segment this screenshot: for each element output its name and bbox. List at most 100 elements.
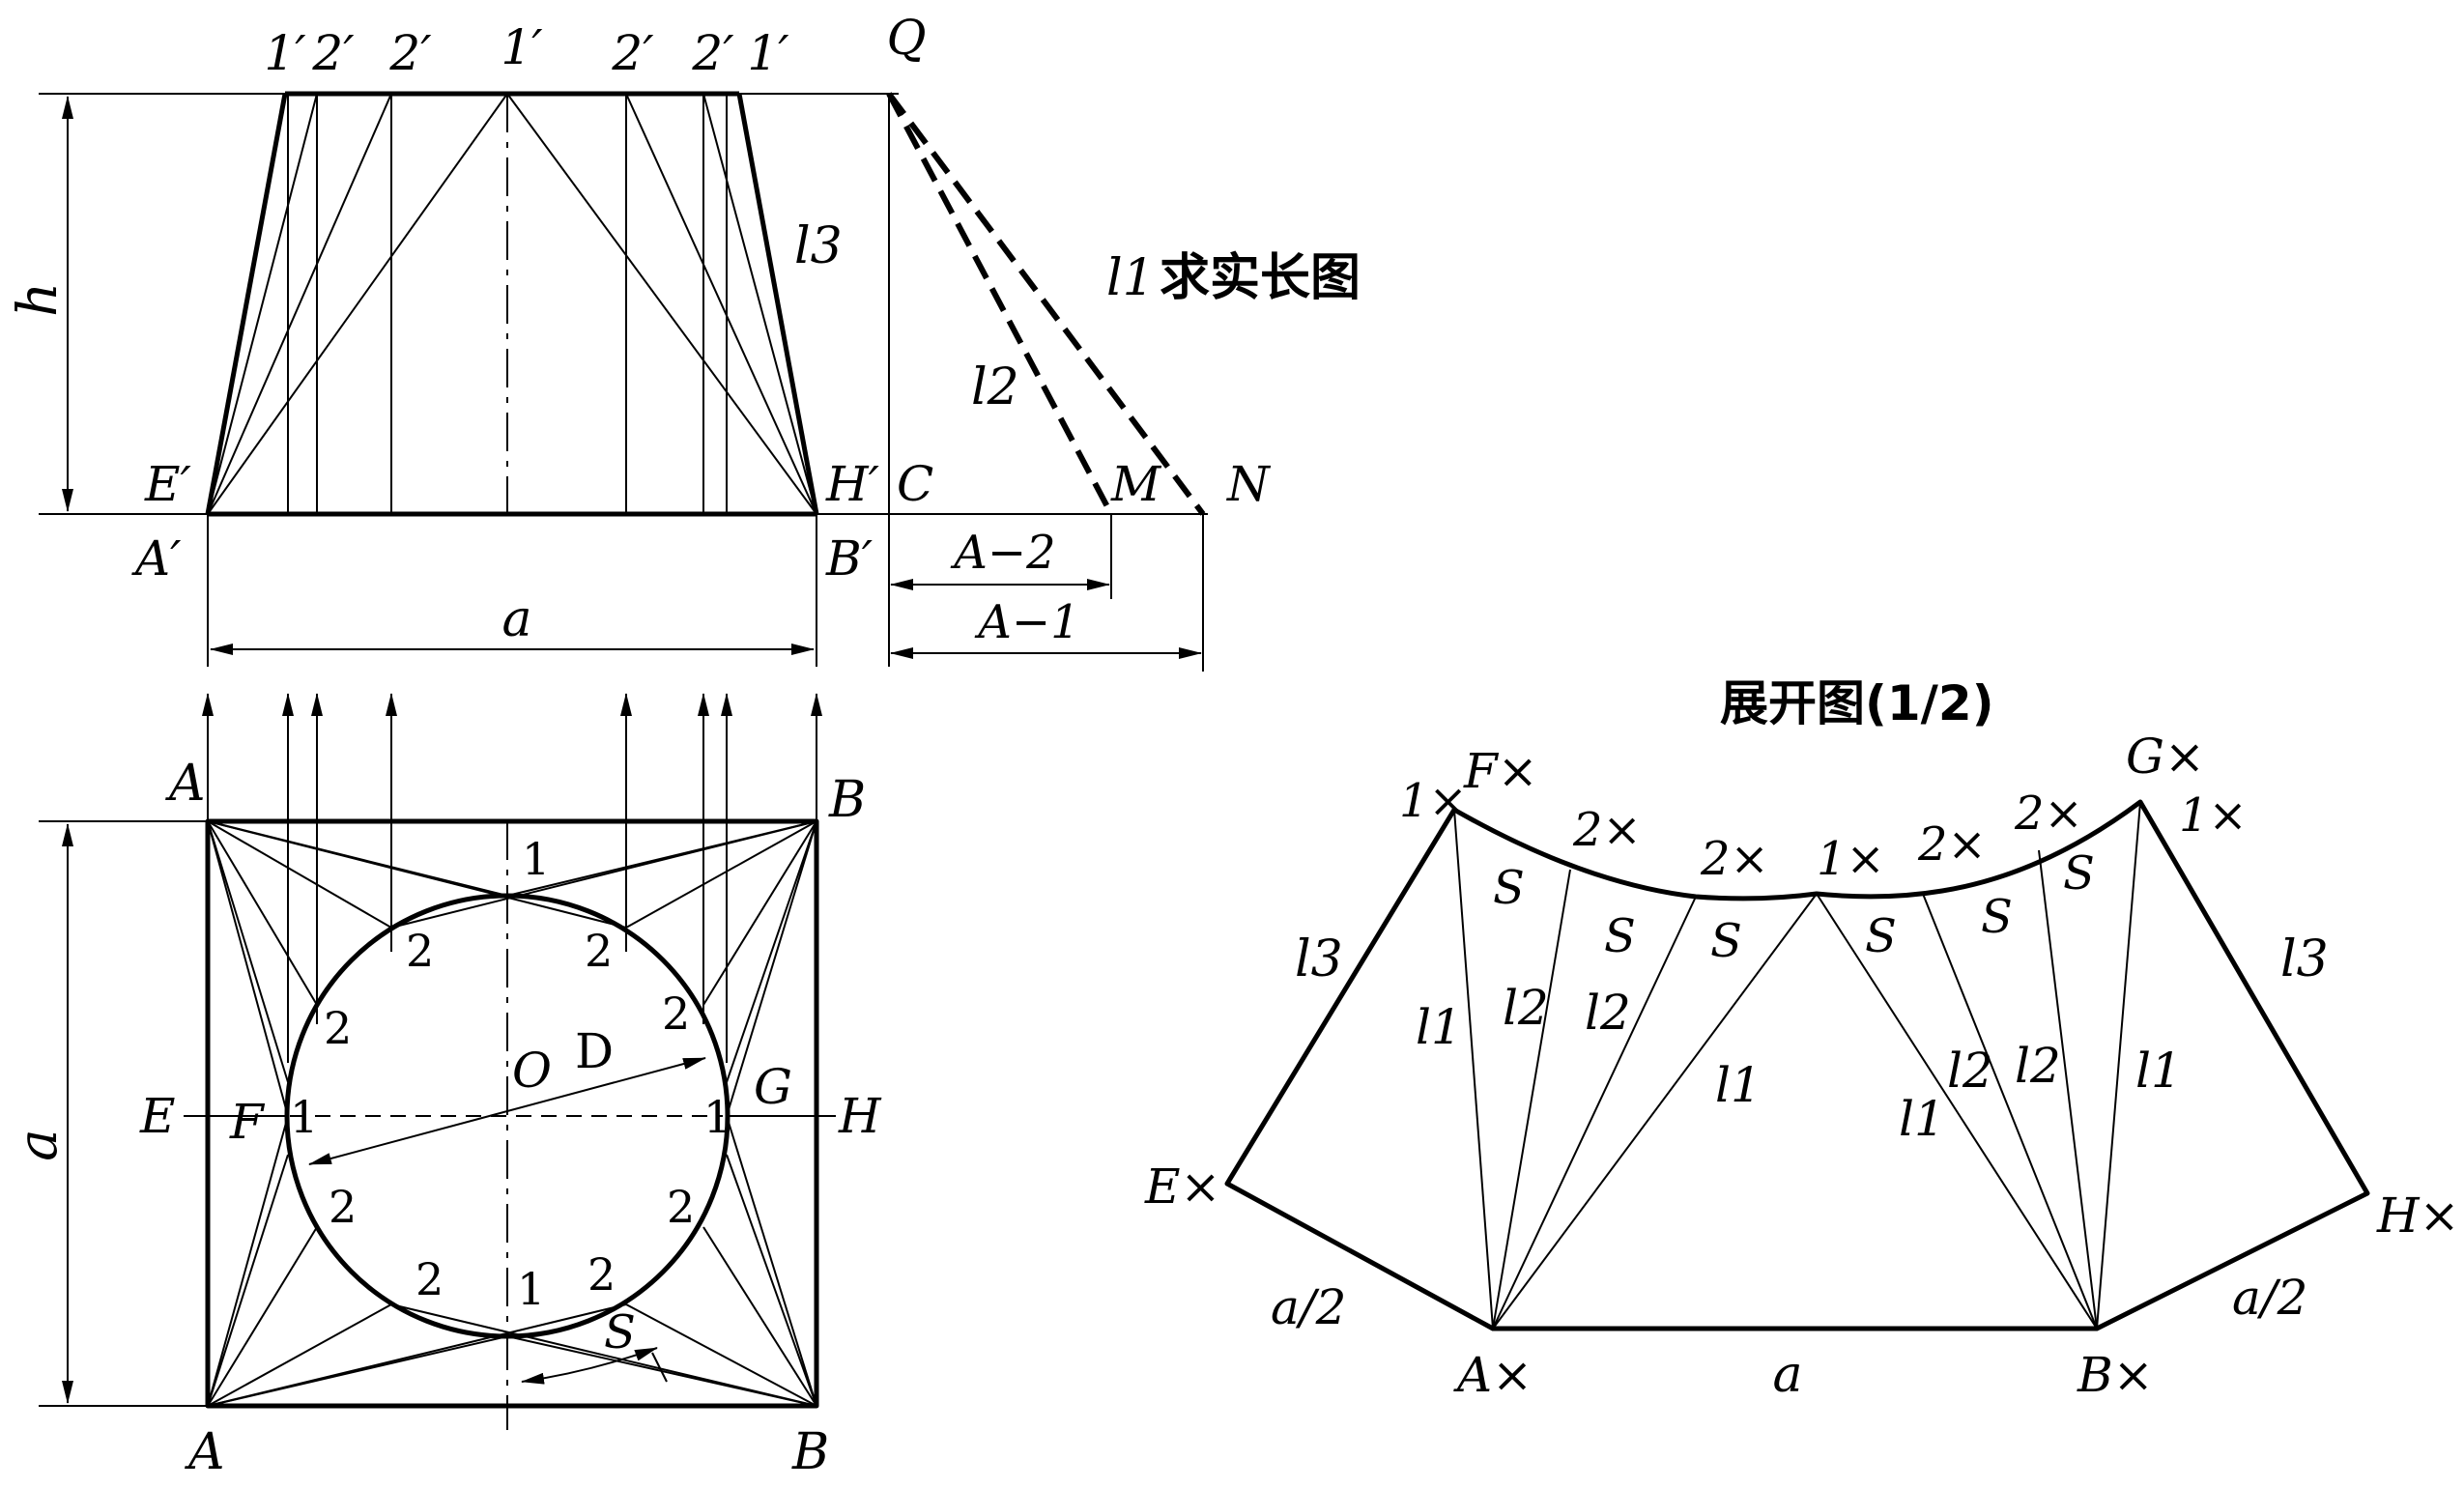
development-label-s: S [1865,909,1897,963]
development-label-l2: l2 [1585,985,1631,1041]
plan-s-leader [651,1352,668,1383]
front-label-a-dim: a [501,590,531,648]
front-label-1p: 1′ [264,25,306,81]
front-label-c: C [897,456,933,512]
plan-point-1: 1 [703,1091,731,1143]
plan-fan-line [702,820,817,1006]
development-label-s: S [1493,861,1525,915]
plan-label-a-bottom: A [185,1423,225,1481]
plan-point-1: 1 [517,1263,545,1315]
development-label-2x: 2× [1700,832,1769,886]
development-fan-line [2096,801,2141,1330]
true-length-title: 求实长图 [1160,249,1361,307]
projection-lines [202,94,822,1063]
development-label-h: H× [2376,1188,2460,1244]
development-label-l1: l1 [1899,1091,1945,1147]
plan-fan-line [726,1115,817,1407]
development-label-2x: 2× [1917,817,1987,872]
development-label-g: G× [2126,729,2205,785]
plan-point-2: 2 [406,925,434,977]
front-label-q: Q [887,10,927,66]
development-label-b: B× [2077,1347,2154,1403]
plan-point-1: 1 [522,833,550,885]
plan-label-f: F [229,1094,266,1150]
plan-fan-line [702,1226,817,1407]
dimension-a1-label: A−1 [974,595,1079,649]
plan-point-2: 2 [667,1181,695,1233]
true-length-l2 [886,92,1114,516]
development-outline [1224,799,2370,1331]
dimension-a2-label: A−2 [950,526,1055,580]
plan-fan-line [207,1303,392,1407]
development-label-l3: l3 [2280,930,2329,988]
development-fan-line [2038,849,2098,1330]
development-label-l1: l1 [1715,1057,1762,1113]
plan-fan-line [207,820,289,1083]
front-label-h-prime: H′ [825,456,880,512]
plan-label-b-top: B [828,771,866,829]
front-fan-line [625,93,817,515]
front-label-a-prime: A′ [131,530,182,587]
development-view: 展开图(1/2) 1× F× G× 1× 2× 2× 1× 2× 2× E× H… [1144,675,2460,1404]
front-fan-line [506,93,817,515]
plan-point-2: 2 [587,1248,616,1301]
development-label-1x: 1× [2179,788,2248,843]
development-label-e: E× [1144,1159,1220,1215]
plan-label-d: D [575,1023,614,1079]
plan-fan-line [207,820,392,929]
plan-fan-line [207,820,318,1006]
front-label-2p: 2′ [388,25,432,81]
true-length-label-m: M [1110,456,1162,512]
plan-label-o: O [512,1043,552,1099]
plan-label-a-top: A [165,755,206,813]
development-label-l1: l1 [2135,1043,2182,1099]
development-label-a: A× [1453,1347,1533,1403]
plan-fan-line [726,820,817,1083]
plan-fan-line [506,820,817,897]
development-label-half-a: a/2 [1271,1279,1346,1335]
front-fan-line [207,93,392,515]
development-label-s: S [1981,890,2013,944]
true-length-label-l2: l2 [971,358,1019,416]
true-length-diagram: l1 求实长图 l2 M N A−2 A−1 [886,92,1361,672]
plan-fan-line [207,1303,627,1407]
true-length-label-n: N [1226,456,1272,512]
plan-point-2: 2 [662,987,690,1040]
development-label-2x: 2× [2014,787,2083,841]
front-fan-line [207,93,318,515]
plan-diameter-arrow [308,1057,706,1165]
plan-point-2: 2 [324,1002,352,1054]
front-fan-line [207,93,508,515]
plan-square [205,818,819,1409]
plan-label-b-bottom: B [791,1423,829,1481]
front-view: 1′ 2′ 2′ 1′ 2′ 2′ 1′ Q h l3 E′ H′ C A′ B… [7,10,1208,667]
true-length-title-symbol: l1 [1106,249,1155,307]
plan-fan-line [207,1226,318,1407]
development-fan-line [1816,893,2098,1330]
development-label-half-a: a/2 [2232,1270,2307,1326]
development-label-l2: l2 [1947,1043,1993,1099]
development-fan-line [1453,809,1494,1330]
plan-fan-line [625,1303,817,1407]
front-label-2p: 2′ [611,25,654,81]
development-label-l2: l2 [1503,980,1549,1036]
development-label-l3: l3 [1295,930,1343,988]
plan-point-2: 2 [415,1253,444,1305]
development-fan-line [1922,893,2098,1330]
plan-fan-line [207,820,508,897]
front-label-2p: 2′ [691,25,734,81]
plan-point-2: 2 [329,1181,357,1233]
plan-s-arc [521,1347,658,1385]
plan-fan-line [207,820,289,1117]
plan-point-2: 2 [585,925,613,977]
plan-fan-line [726,820,817,1117]
development-label-s: S [1710,914,1742,968]
development-label-s: S [1604,909,1636,963]
front-label-1p: 1′ [501,19,543,75]
development-label-2x: 2× [1572,803,1642,857]
plan-label-s: S [604,1305,636,1359]
true-length-l1 [886,92,1206,516]
development-label-l2: l2 [2015,1038,2061,1094]
